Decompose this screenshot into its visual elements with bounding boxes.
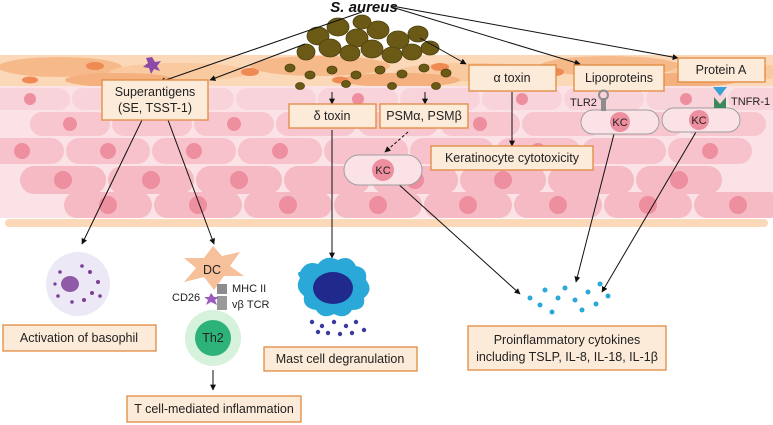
kc-label: KC [612,117,627,129]
keratinocyte-cytotoxicity-label: Keratinocyte cytotoxicity [445,151,580,165]
delta-toxin-box: δ toxin [288,103,377,129]
basophil-box: Activation of basophil [2,324,157,352]
mast-cell-label: Mast cell degranulation [276,352,405,366]
lipoproteins-label: Lipoproteins [585,71,653,85]
cytokines-box: Proinflammatory cytokines including TSLP… [467,325,667,371]
dendritic-cell: DC [184,246,244,290]
bacteria-cluster [284,14,452,90]
mast-cell [297,257,370,337]
cd26-label: CD26 [172,292,200,304]
cytokine-dots [527,281,611,315]
mhc-tcr-complex: MHC II vβ TCR CD26 [172,283,270,311]
superantigen-icon [204,293,219,305]
kc-cell-tlr2: KC TLR2 [570,89,660,135]
mast-cell-box: Mast cell degranulation [263,346,418,372]
basophil-label: Activation of basophil [20,331,138,345]
th2-label: Th2 [202,331,224,345]
kc-cell-tnfr1: KC TNFR-1 [661,87,770,133]
diagram-title: S. aureus [330,0,398,16]
superantigens-label-line1: Superantigens [115,85,196,99]
basophil-cell [46,252,110,316]
basement-membrane [5,219,768,227]
keratinocyte-cytotoxicity-box: Keratinocyte cytotoxicity [430,145,594,171]
arrows [81,5,697,391]
delta-toxin-label: δ toxin [314,109,351,123]
tlr2-receptor-icon [601,98,606,111]
cytokines-label-line1: Proinflammatory cytokines [494,333,641,347]
tnfr1-receptor-icon [714,97,726,108]
tcell-inflammation-box: T cell-mediated inflammation [126,395,302,423]
alpha-toxin-box: α toxin [468,64,557,92]
psm-label: PSMα, PSMβ [386,109,462,123]
alpha-toxin-label: α toxin [493,71,530,85]
superantigens-label-line2: (SE, TSST-1) [118,101,192,115]
kc-label: KC [691,115,706,127]
cytokines-label-line2: including TSLP, IL-8, IL-18, IL-1β [476,350,658,364]
protein-a-label: Protein A [696,63,747,77]
mhc2-icon [217,284,227,294]
tcell-inflammation-label: T cell-mediated inflammation [134,402,294,416]
psm-box: PSMα, PSMβ [379,103,469,129]
tcr-icon [217,296,227,310]
dc-label: DC [203,263,221,277]
kc-cell-center: KC [343,154,423,186]
protein-a-box: Protein A [677,57,766,83]
tnfr1-label: TNFR-1 [731,96,770,108]
lipoproteins-box: Lipoproteins [573,64,665,92]
superantigens-box: Superantigens (SE, TSST-1) [101,79,209,121]
kc-label: KC [375,165,390,177]
superantigen-star-icon [143,57,161,74]
mhc2-label: MHC II [232,283,266,295]
protein-a-ligand-icon [713,87,727,96]
tlr2-label: TLR2 [570,97,597,109]
th2-cell: Th2 [185,310,241,366]
vb-tcr-label: vβ TCR [232,299,270,311]
